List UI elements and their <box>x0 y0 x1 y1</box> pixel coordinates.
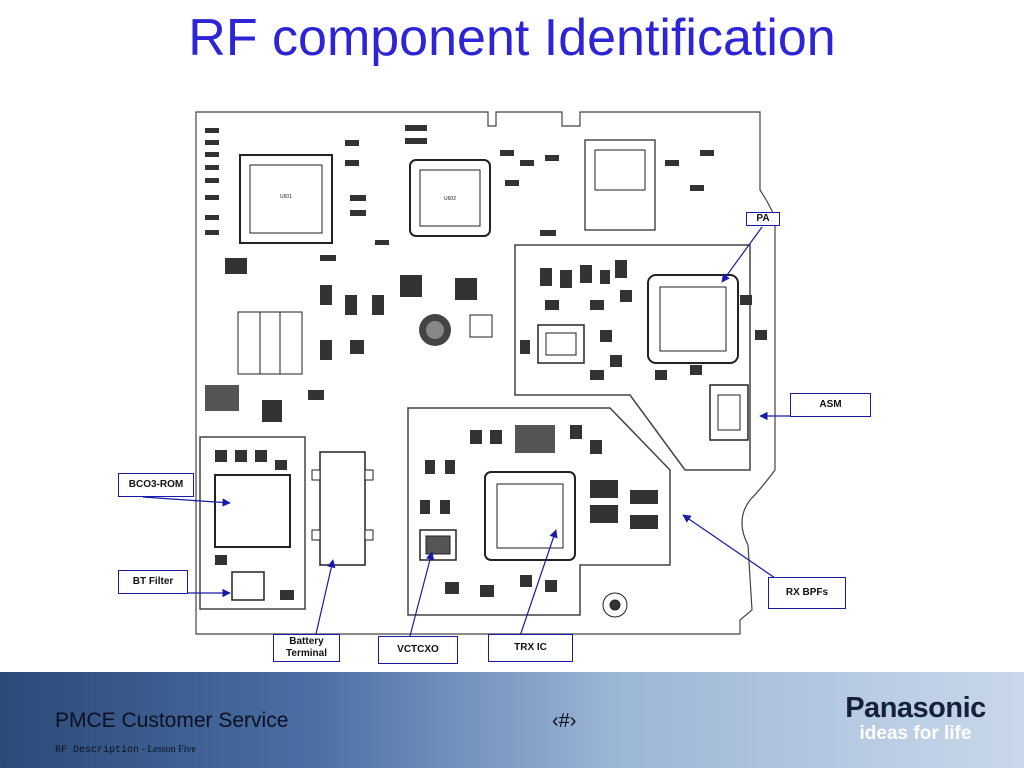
battery-terminal-part <box>311 451 374 566</box>
trx-area-parts <box>420 425 658 597</box>
footer-subtitle-topic: RF Description <box>55 745 140 756</box>
slide-number: ‹#› <box>552 710 577 732</box>
footer-subtitle-lesson: - Lesson Five <box>139 744 196 755</box>
callout-bco3-rom: BCO3-ROM <box>118 473 194 497</box>
ic-u701 <box>484 471 576 561</box>
svg-text:U601: U601 <box>280 194 292 200</box>
ic-u602: U602 <box>409 159 491 237</box>
slide-title: RF component Identification <box>188 9 836 67</box>
callout-asm: ASM <box>790 393 871 417</box>
callout-arrows <box>142 226 818 637</box>
pa-area-parts <box>520 260 767 380</box>
footer-bar: PMCE Customer Service RF Description - L… <box>0 672 1024 768</box>
callout-battery-terminal: Battery Terminal <box>273 634 340 662</box>
bt-area-parts <box>215 450 294 600</box>
logo-tagline: ideas for life <box>859 723 972 744</box>
pcb-diagram: U601 U602 <box>142 111 818 637</box>
callout-vctcxo: VCTCXO <box>378 636 458 664</box>
panasonic-logo: Panasonic ideas for life <box>828 692 1003 745</box>
inductor-block <box>237 311 303 375</box>
bt-filter-part <box>231 571 265 601</box>
connector-j601 <box>584 139 656 231</box>
vctcxo-part <box>419 529 457 561</box>
svg-text:U602: U602 <box>444 196 456 202</box>
ic-u801 <box>647 274 739 364</box>
asm-module <box>709 384 749 441</box>
ic-u601: U601 <box>239 154 333 244</box>
logo-brand: Panasonic <box>845 692 986 724</box>
trx-shield <box>407 407 671 616</box>
callout-pa: PA <box>746 212 780 226</box>
crystal-y601 <box>419 314 451 346</box>
ic-u501 <box>214 474 291 548</box>
pa-shield <box>514 244 751 471</box>
callout-bt-filter: BT Filter <box>118 570 188 594</box>
trimmer <box>602 592 628 618</box>
callout-trx-ic: TRX IC <box>488 634 573 662</box>
footer-subtitle: RF Description - Lesson Five <box>55 744 196 756</box>
callout-rx-bpfs: RX BPFs <box>768 577 846 609</box>
saw-filter-block <box>537 324 585 364</box>
footer-course-title: PMCE Customer Service <box>55 709 289 732</box>
bt-shield <box>199 436 306 610</box>
small-components-upper <box>205 125 714 422</box>
